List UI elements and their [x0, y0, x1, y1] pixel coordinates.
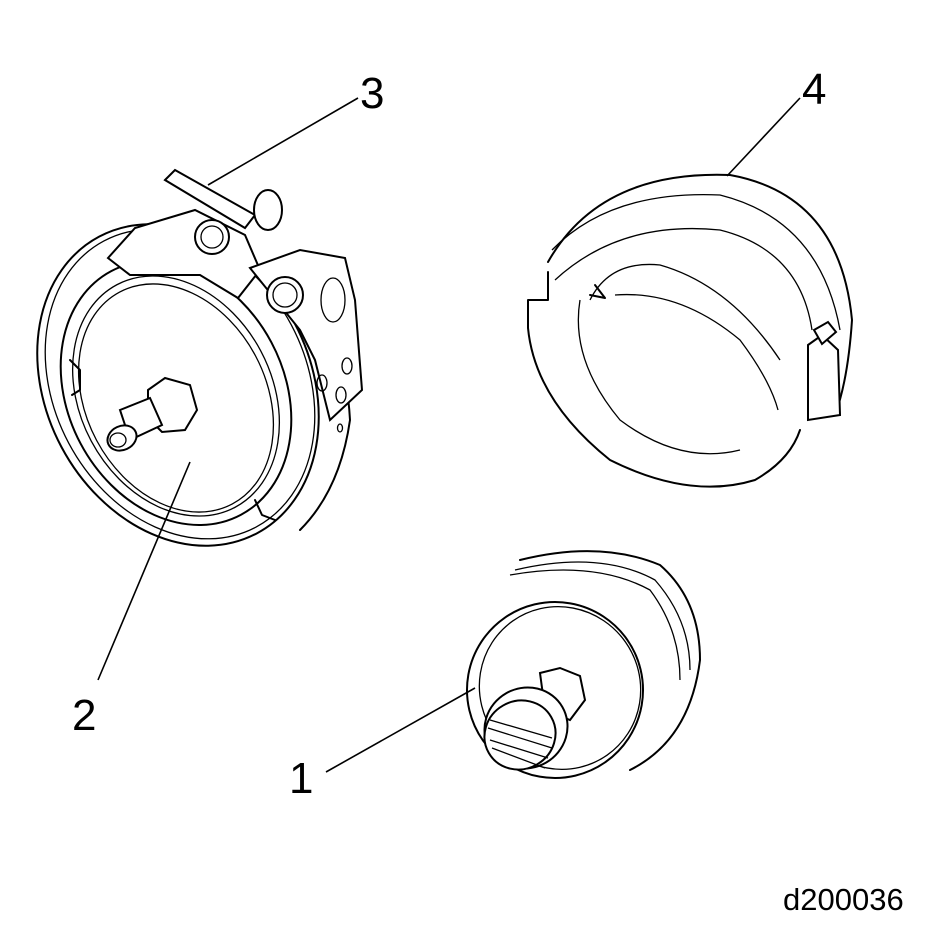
leader-4 — [726, 97, 801, 177]
leader-1 — [325, 687, 476, 773]
leader-2 — [97, 461, 191, 681]
callout-4: 4 — [802, 65, 827, 114]
split-ring-clamp — [527, 173, 853, 488]
plug — [466, 550, 701, 779]
housing-assembly — [36, 168, 364, 547]
leader-3 — [207, 97, 359, 186]
callout-3: 3 — [360, 69, 385, 118]
callout-1: 1 — [289, 754, 314, 803]
leader-lines — [97, 97, 801, 773]
callout-2: 2 — [72, 691, 97, 740]
figure-id-label: d200036 — [783, 882, 904, 917]
